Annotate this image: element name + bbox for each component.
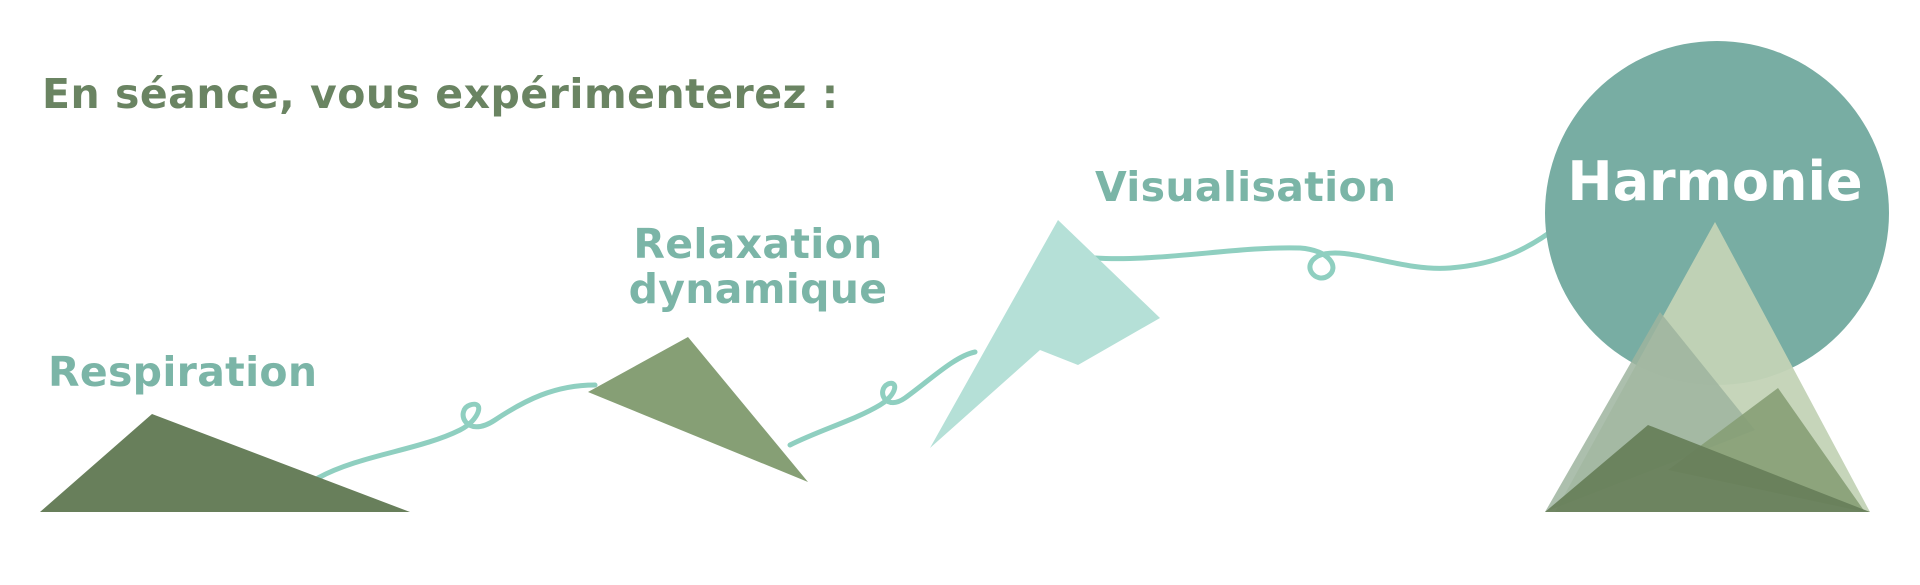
thread-respiration-relaxation: [315, 382, 598, 481]
respiration-triangle: [40, 414, 410, 512]
step-label-relaxation-line2: dynamique: [628, 265, 888, 313]
relaxation-triangle: [588, 337, 808, 482]
step-label-visualisation: Visualisation: [1095, 163, 1397, 211]
step-label-relaxation-line1: Relaxation: [633, 220, 883, 268]
harmonie-mountain-front: [1545, 425, 1870, 512]
page-title: En séance, vous expérimenterez :: [42, 70, 839, 118]
step-label-respiration: Respiration: [48, 348, 318, 396]
harmonie-mountain-left: [1545, 312, 1755, 512]
thread-visualisation-harmonie: [1092, 222, 1563, 281]
harmonie-circle: [1545, 41, 1889, 385]
thread-relaxation-visualisation: [787, 349, 978, 448]
goal-label-harmonie: Harmonie: [1567, 150, 1863, 213]
visualisation-shape: [930, 220, 1160, 448]
step-label-relaxation: Relaxation dynamique: [628, 222, 888, 312]
harmonie-mountain-right: [1668, 388, 1865, 512]
